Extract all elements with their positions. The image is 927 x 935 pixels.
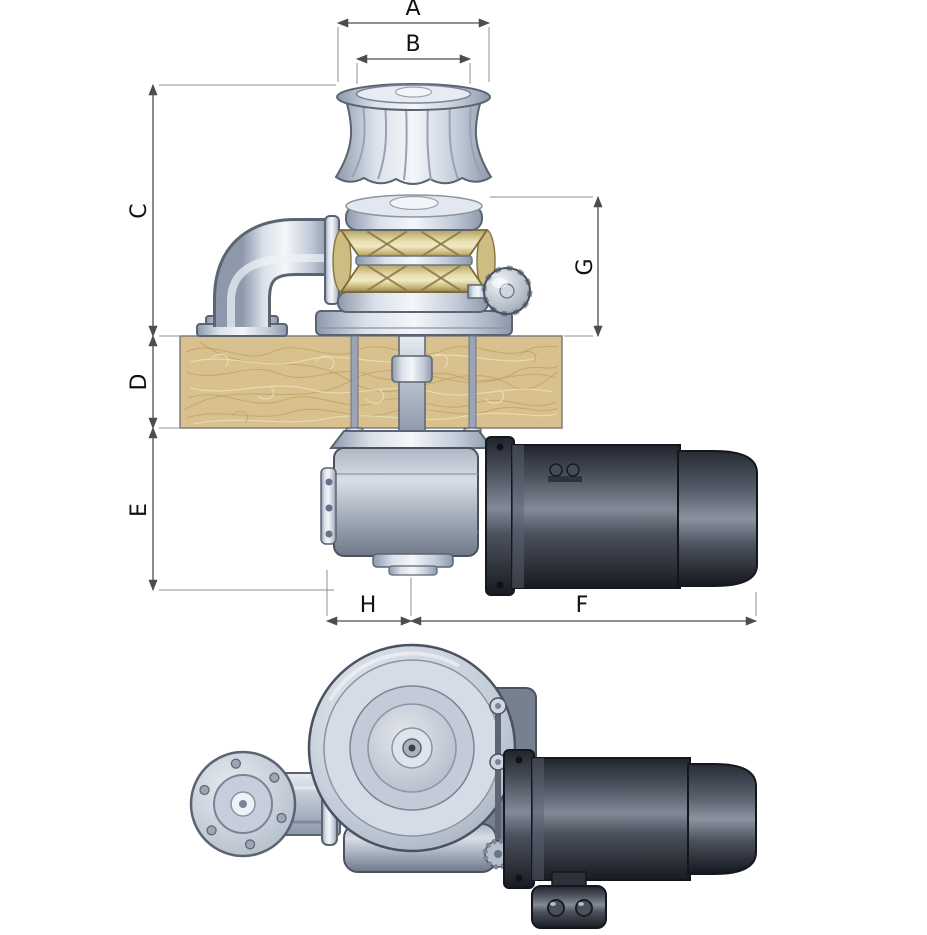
knob-scallops (481, 265, 533, 317)
mounting-stud-right (468, 335, 477, 435)
gypsy-upper-cone (339, 229, 489, 259)
side-cover-bolt (325, 478, 333, 486)
drive-shaft (398, 335, 426, 435)
cap-center-boss (389, 195, 439, 211)
plan-flange-bolt (515, 874, 523, 882)
motor-body (511, 444, 681, 589)
clutch-knob (467, 265, 533, 317)
elevation-view (179, 83, 758, 596)
side-cover-bolt (325, 530, 333, 538)
dimension-label-d: D (127, 374, 152, 391)
dimension-label-a: A (405, 0, 420, 21)
side-cover-bolt (325, 504, 333, 512)
plan-drum-specular (328, 651, 460, 702)
pipe-elbow (196, 215, 340, 337)
gearbox-housing (333, 447, 479, 557)
capstan-drum (334, 83, 493, 185)
plan-motor-body (531, 757, 691, 881)
plan-view (189, 643, 757, 929)
mounting-stud-left (350, 335, 359, 435)
plan-pipe-elbow (189, 750, 341, 858)
tie-rod-nut-top-dot (495, 703, 501, 709)
gearbox (320, 430, 495, 576)
plan-drum-center-dot (408, 744, 416, 752)
plan-motor-end-bell (687, 763, 757, 875)
plan-motor-neck-ring (532, 758, 544, 880)
dimension-label-c: C (127, 203, 152, 218)
gearbox-drain-plate (388, 565, 438, 576)
terminal-bolt (549, 463, 563, 477)
gland-highlight (578, 902, 584, 906)
elbow-pipe-highlight (227, 254, 326, 327)
through-deck-assembly (345, 335, 482, 440)
tie-rod-nut-mid-dot (495, 759, 501, 765)
plan-junction-box (531, 871, 607, 929)
terminal-base (548, 476, 582, 482)
dimension-label-f: F (576, 593, 589, 618)
base-plate (315, 310, 513, 336)
motor-flange (485, 436, 515, 596)
drum-top-cap (394, 86, 433, 98)
gearbox-mounting-bracket (328, 430, 495, 449)
plan-flange-center-dot (239, 800, 247, 808)
knob-highlight (492, 278, 508, 288)
dimension-annotations: A B C D E G H F (127, 0, 758, 626)
dimension-label-e: E (127, 503, 152, 517)
dimension-label-b: B (405, 32, 420, 57)
plan-flange-bolts (199, 758, 287, 850)
shaft-coupling (391, 355, 433, 383)
terminal-bolt (566, 463, 580, 477)
plan-flange-bolt (515, 756, 523, 764)
lower-dome (337, 291, 489, 313)
plan-capstan (307, 643, 517, 853)
motor-end-bell (677, 450, 758, 587)
plan-motor-flange (503, 749, 535, 889)
chainwheel-gypsy (332, 229, 496, 293)
flange-bolt (496, 443, 504, 451)
electric-motor (485, 436, 758, 596)
gland-highlight (550, 902, 556, 906)
drum-body (334, 99, 493, 185)
gypsy-chain-grooves (367, 231, 461, 291)
plan-motor (503, 749, 757, 889)
dimension-label-h: H (360, 593, 377, 618)
dimension-label-g: G (573, 258, 598, 275)
gypsy-lower-cone (339, 263, 489, 293)
gypsy-center-ring (355, 255, 473, 266)
flange-bolt (496, 581, 504, 589)
junction-box-body (531, 885, 607, 929)
gearbox-bottom-cover (372, 553, 454, 568)
gypsy-top-cap (345, 194, 483, 231)
junction-box-gland (547, 899, 565, 917)
tie-rod-gear-dot (494, 850, 502, 858)
deck-section (179, 335, 563, 429)
motor-neck-ring (512, 445, 524, 588)
junction-box-gland (575, 899, 593, 917)
